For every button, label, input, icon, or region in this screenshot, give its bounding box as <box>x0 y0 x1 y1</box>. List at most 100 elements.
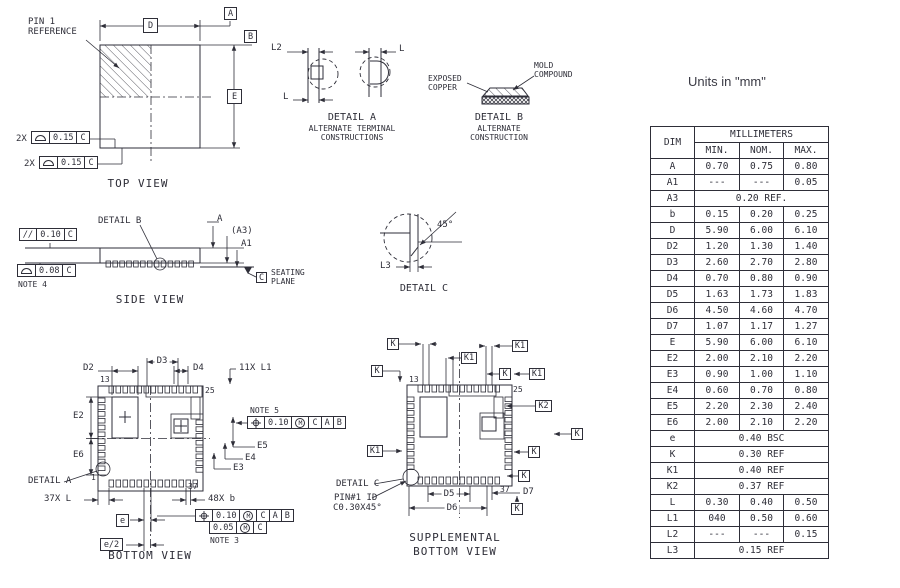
note5-datum-b: B <box>332 416 346 429</box>
dim-e2-label: E2 <box>73 411 84 421</box>
pin37-label: 37 <box>188 482 198 491</box>
profile-surface-symbol-icon <box>35 134 46 141</box>
nom-cell: 1.30 <box>739 238 784 255</box>
value-span-cell: 0.20 REF. <box>694 190 829 207</box>
max-cell: 1.27 <box>783 318 829 335</box>
value-span-cell: 0.37 REF <box>694 478 829 495</box>
dim-a3-label: (A3) <box>231 226 253 236</box>
datum-b-box: B <box>244 30 257 43</box>
detail-a-caption: DETAIL A <box>327 112 377 123</box>
mold-compound-label-1: MOLD <box>534 61 554 70</box>
min-cell: 0.70 <box>694 158 740 175</box>
dim-k2-box: K2 <box>535 400 552 412</box>
value-span-cell: 0.30 REF <box>694 446 829 463</box>
max-cell: 2.80 <box>783 254 829 271</box>
dim-e-pitch-box: e <box>116 514 129 527</box>
dim-d5-label: D5 <box>441 489 457 499</box>
max-cell: 6.10 <box>783 222 829 239</box>
dim-cell: L <box>650 494 695 511</box>
supplemental-view-caption-2: BOTTOM VIEW <box>413 545 497 558</box>
dim-cell: E6 <box>650 414 695 431</box>
dim-d6-label: D6 <box>444 503 460 513</box>
dim-k-box-6: K <box>518 470 530 482</box>
side-view-caption: SIDE VIEW <box>115 293 185 306</box>
max-cell: 2.40 <box>783 398 829 415</box>
mmc-symbol-icon: M <box>240 522 251 533</box>
detail-a-callout-label: DETAIL A <box>28 476 72 486</box>
dim-cell: D3 <box>650 254 695 271</box>
profile-surface-symbol-icon <box>43 159 54 166</box>
dim-l-label-right: L <box>399 44 405 54</box>
dim-cell: D <box>650 222 695 239</box>
datum-a-box: A <box>224 7 237 20</box>
max-cell: 0.80 <box>783 158 829 175</box>
max-cell: 0.60 <box>783 510 829 527</box>
dim-cell: e <box>650 430 695 447</box>
chamfer-angle-label: 45° <box>437 220 454 230</box>
min-cell: 040 <box>694 510 740 527</box>
exposed-copper-label-2: COPPER <box>428 83 457 92</box>
nom-cell: 1.17 <box>739 318 784 335</box>
min-cell: 1.63 <box>694 286 740 303</box>
pin1-id-label-2: C0.30X45° <box>333 503 382 513</box>
nom-cell: --- <box>739 174 784 191</box>
supplemental-view-caption-1: SUPPLEMENTAL <box>409 531 501 544</box>
dim-e5-label: E5 <box>257 441 268 451</box>
max-cell: 0.80 <box>783 382 829 399</box>
min-cell: 1.20 <box>694 238 740 255</box>
dim-d-box: D <box>143 18 158 33</box>
nom-cell: 2.10 <box>739 350 784 367</box>
min-cell: 2.00 <box>694 414 740 431</box>
min-cell: 2.00 <box>694 350 740 367</box>
pin1-reference-label-line1: PIN 1 <box>28 17 56 27</box>
dim-l3-label: L3 <box>380 261 391 271</box>
dim-cell: E2 <box>650 350 695 367</box>
max-cell: 0.90 <box>783 270 829 287</box>
detail-a-subcaption-1: ALTERNATE TERMINAL <box>308 124 396 133</box>
profile-surface-symbol-icon <box>21 267 32 274</box>
dim-cell: E3 <box>650 366 695 383</box>
min-cell: 4.50 <box>694 302 740 319</box>
nom-cell: 6.00 <box>739 334 784 351</box>
parallelism-value: 0.10 <box>36 228 65 241</box>
position-symbol-icon <box>199 510 209 521</box>
profile-tolerance-frame-1: 0.15 C <box>31 131 90 144</box>
parallelism-tolerance-frame: // 0.10 C <box>19 228 77 241</box>
position-datum-c2: C <box>253 521 267 534</box>
table-row: L2------0.15 <box>650 526 829 543</box>
profile-value: 0.08 <box>35 264 64 277</box>
supp-pin13-label: 13 <box>409 375 419 384</box>
supp-pin37-label: 37 <box>500 485 510 494</box>
profile-tolerance-frame-2: 0.15 C <box>39 156 98 169</box>
profile-tolerance-frame-side: 0.08 C <box>17 264 76 277</box>
seating-plane-datum-box: C <box>256 272 267 283</box>
dim-k1-box-2: K1 <box>461 352 477 364</box>
dim-k-box-3: K <box>499 368 511 380</box>
dim-cell: L1 <box>650 510 695 527</box>
dim-e6-label: E6 <box>73 450 84 460</box>
max-cell: 0.15 <box>783 526 829 543</box>
nom-cell: 2.70 <box>739 254 784 271</box>
tolerance1-value: 0.15 <box>49 131 78 144</box>
dim-cell: E5 <box>650 398 695 415</box>
tolerance1-datum: C <box>76 131 90 144</box>
min-cell: 0.30 <box>694 494 740 511</box>
dim-cell: A3 <box>650 190 695 207</box>
detail-a-subcaption-2: CONSTRUCTIONS <box>320 133 384 142</box>
nom-cell: 2.10 <box>739 414 784 431</box>
dim-k-box-5: K <box>528 446 540 458</box>
max-cell: 6.10 <box>783 334 829 351</box>
dim-cell: D5 <box>650 286 695 303</box>
min-cell: 0.15 <box>694 206 740 223</box>
dim-cell: b <box>650 206 695 223</box>
pin13-label: 13 <box>100 375 110 384</box>
dim-e-half-box: e/2 <box>100 538 123 551</box>
